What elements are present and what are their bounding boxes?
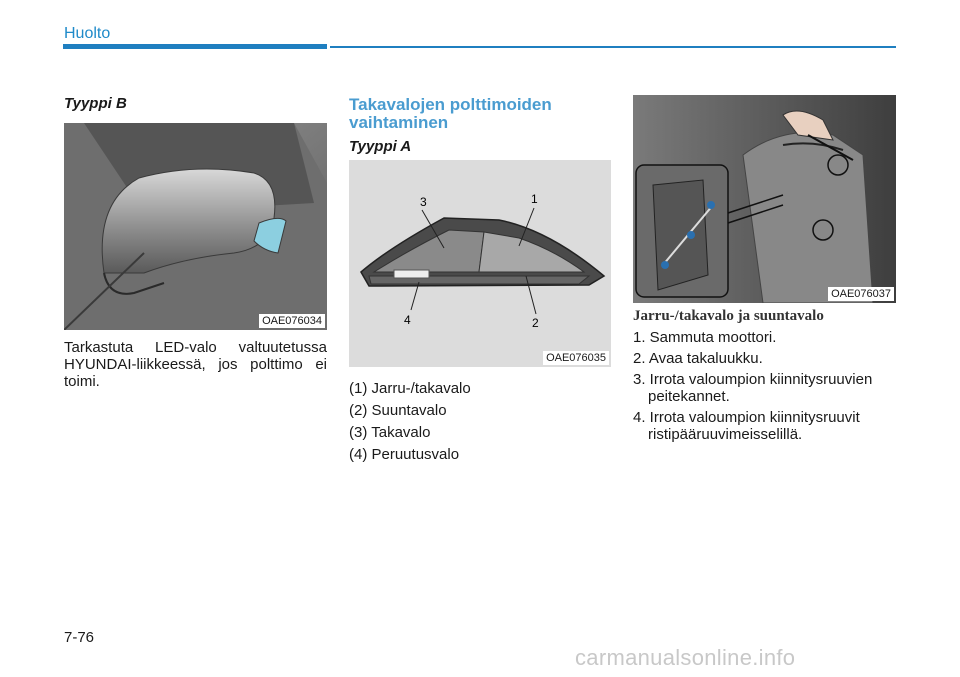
screw-removal-figure: OAE076037 [633, 95, 896, 303]
list-item: (3) Takavalo [349, 424, 431, 441]
page-number: 7-76 [64, 629, 95, 646]
type-a-heading: Tyyppi A [349, 138, 412, 155]
header-rule [330, 46, 896, 48]
list-item: 2. Avaa takaluukku. [633, 350, 763, 367]
list-item: (2) Suuntavalo [349, 402, 447, 419]
figure-code: OAE076037 [828, 287, 894, 301]
type-b-heading: Tyyppi B [64, 95, 127, 112]
watermark: carmanualsonline.info [575, 645, 796, 670]
list-item: 3. Irrota valoumpion kiinnitysruuvien pe… [633, 371, 873, 405]
led-paragraph: Tarkastuta LED-valo valtuutetussa HYUNDA… [64, 339, 327, 390]
list-item: (4) Peruutusvalo [349, 446, 460, 463]
steps-list: 1. Sammuta moottori. 2. Avaa takaluukku.… [633, 329, 896, 447]
section-label: Huolto [64, 25, 111, 42]
list-item: (1) Jarru-/takavalo [349, 380, 471, 397]
bulb-list: (1) Jarru-/takavalo (2) Suuntavalo (3) T… [349, 378, 471, 466]
figure-code: OAE076034 [259, 314, 325, 328]
heading-line-2: vaihtaminen [349, 113, 449, 132]
callout-2: 2 [532, 316, 539, 330]
callout-3: 3 [420, 195, 427, 209]
brake-turn-heading: Jarru-/takavalo ja suuntavalo [633, 308, 824, 324]
figure-code: OAE076035 [543, 351, 609, 365]
callout-1: 1 [531, 192, 538, 206]
callout-4: 4 [404, 313, 411, 327]
mirror-figure: OAE076034 [64, 123, 327, 330]
list-item: 4. Irrota valoumpion kiinnitysruuvit ris… [633, 409, 860, 443]
list-item: 1. Sammuta moottori. [633, 329, 777, 346]
bulb-replacement-heading: Takavalojen polttimoiden vaihtaminen [349, 96, 552, 132]
heading-line-1: Takavalojen polttimoiden [349, 95, 552, 114]
header-bar [63, 44, 327, 49]
taillight-figure: 3 1 2 4 OAE076035 [349, 160, 611, 367]
